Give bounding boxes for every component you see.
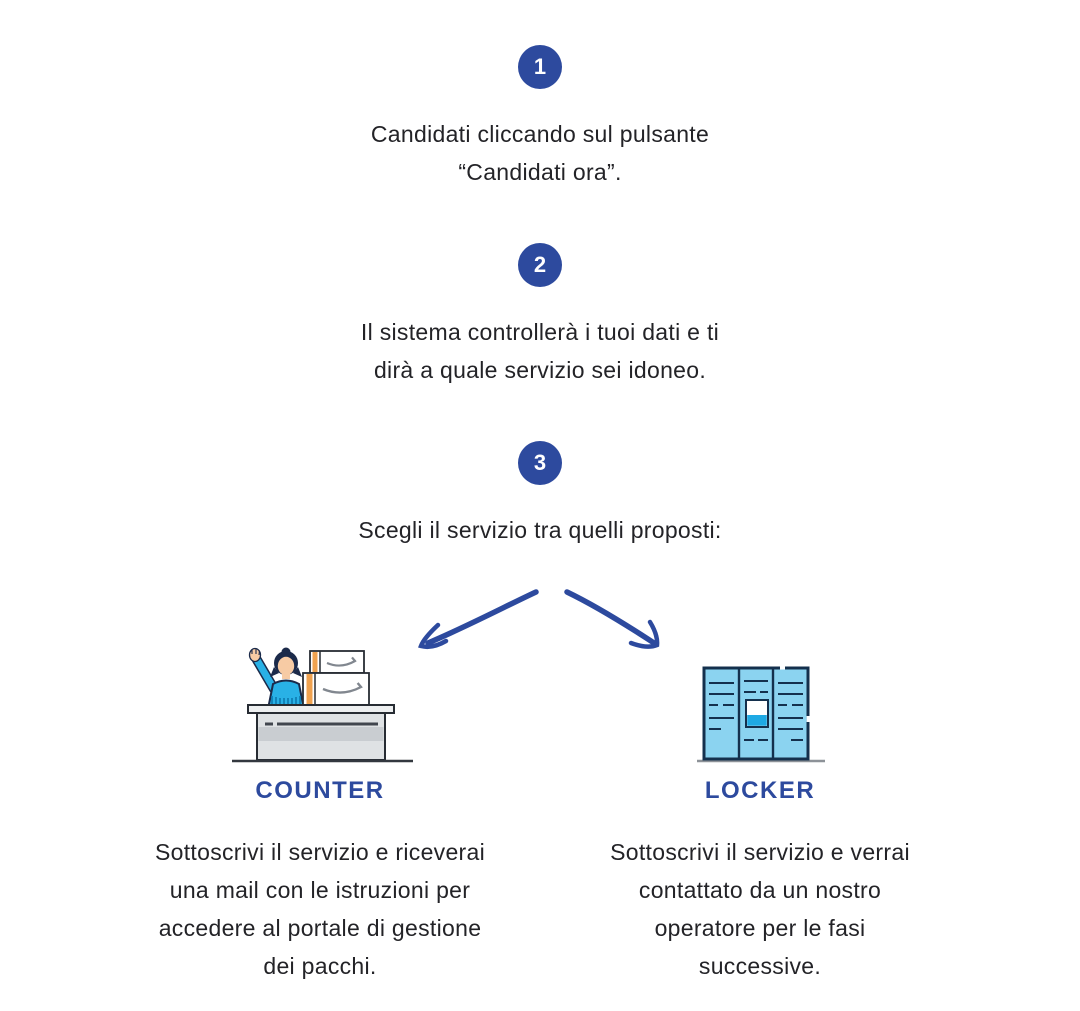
step-3-text: Scegli il servizio tra quelli proposti:	[0, 511, 1080, 549]
step-3-line-1: Scegli il servizio tra quelli proposti:	[358, 517, 722, 543]
locker-desc-line-1: Sottoscrivi il servizio e verrai	[610, 839, 910, 865]
locker-illustration	[697, 666, 825, 763]
counter-desc-line-2: una mail con le istruzioni per	[169, 877, 471, 903]
step-1-number-badge: 1	[518, 45, 562, 89]
step-2-line-1: Il sistema controllerà i tuoi dati e ti	[360, 319, 720, 345]
counter-illustration-wrapper	[100, 643, 540, 763]
step-1-line-1: Candidati cliccando sul pulsante	[370, 121, 710, 147]
branch-arrows	[418, 589, 660, 650]
step-2-number: 2	[533, 252, 547, 277]
step-2-text: Il sistema controllerà i tuoi dati e ti …	[0, 313, 1080, 389]
locker-right-doors	[778, 682, 803, 741]
arrow-right-head-icon	[628, 619, 660, 649]
counter-desc-line-3: accedere al portale di gestione	[158, 915, 482, 941]
step-3-number: 3	[533, 450, 547, 475]
option-locker: LOCKER Sottoscrivi il servizio e verrai …	[540, 643, 980, 985]
amazon-boxes	[302, 650, 370, 706]
counter-label: COUNTER	[255, 777, 385, 804]
locker-label: LOCKER	[704, 777, 816, 804]
locker-middle-doors	[744, 680, 768, 741]
locker-illustration-wrapper	[540, 643, 980, 763]
step-3: 3 Scegli il servizio tra quelli proposti…	[0, 441, 1080, 549]
clerk-figure	[248, 647, 306, 710]
step-1: 1 Candidati cliccando sul pulsante “Cand…	[0, 45, 1080, 191]
option-counter: COUNTER Sottoscrivi il servizio e riceve…	[100, 643, 540, 985]
locker-left-doors	[709, 682, 734, 730]
service-options: COUNTER Sottoscrivi il servizio e riceve…	[0, 643, 1080, 985]
step-1-line-2: “Candidati ora”.	[458, 159, 622, 185]
step-2-number-badge: 2	[518, 243, 562, 287]
locker-desc-line-2: contattato da un nostro	[638, 877, 882, 903]
locker-desc-line-4: successive.	[698, 953, 822, 979]
counter-desk	[247, 704, 395, 761]
arrow-left-head-icon	[418, 622, 449, 650]
arrow-right-icon	[564, 589, 657, 646]
step-2-line-2: dirà a quale servizio sei idoneo.	[373, 357, 707, 383]
locker-column-dividers	[737, 669, 775, 758]
counter-desc-line-4: dei pacchi.	[263, 953, 377, 979]
step-1-text: Candidati cliccando sul pulsante “Candid…	[0, 115, 1080, 191]
counter-desc-line-1: Sottoscrivi il servizio e riceverai	[154, 839, 486, 865]
counter-illustration	[232, 647, 413, 763]
locker-description: Sottoscrivi il servizio e verrai contatt…	[540, 833, 980, 985]
locker-desc-line-3: operatore per le fasi	[654, 915, 866, 941]
locker-screen-panel	[747, 715, 767, 726]
step-1-number: 1	[533, 54, 547, 79]
arrow-left-icon	[425, 589, 539, 646]
step-2: 2 Il sistema controllerà i tuoi dati e t…	[0, 243, 1080, 389]
counter-description: Sottoscrivi il servizio e riceverai una …	[100, 833, 540, 985]
step-3-number-badge: 3	[518, 441, 562, 485]
